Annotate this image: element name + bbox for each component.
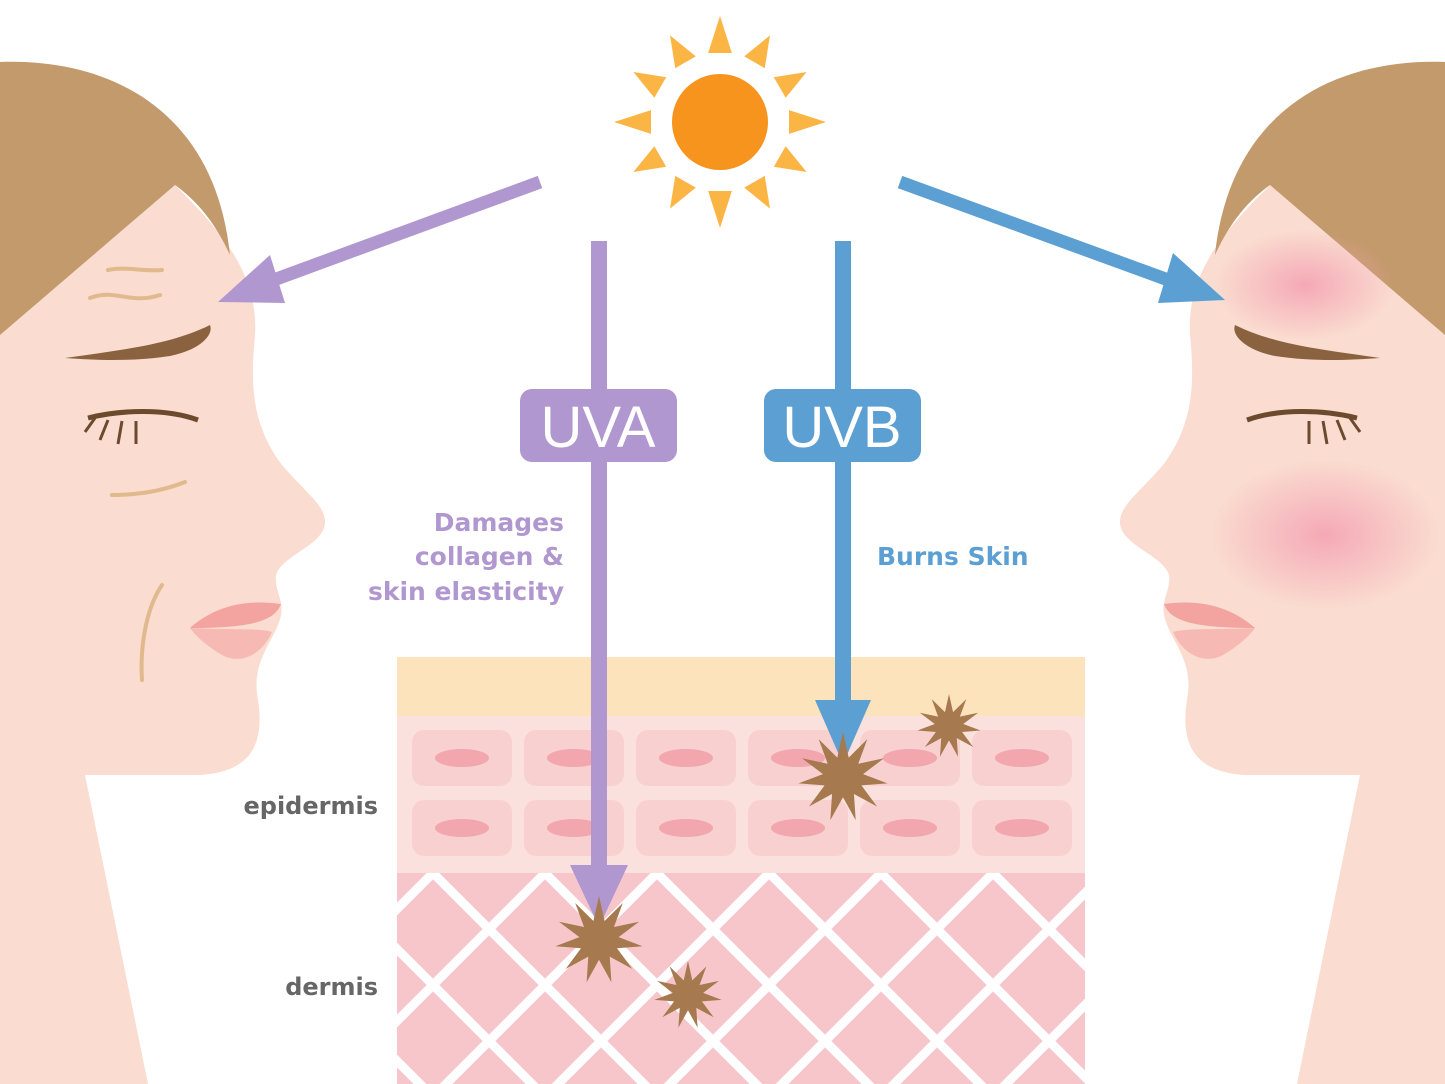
- sun-ray: [773, 146, 807, 172]
- collagen-lattice: [397, 873, 1329, 1084]
- sun-ray: [788, 110, 826, 134]
- sun-ray: [670, 175, 696, 209]
- damage-star-icon: [917, 694, 981, 757]
- skin-cross-section: [397, 657, 1329, 1084]
- cell-nucleus: [995, 819, 1049, 837]
- sun-ray: [708, 16, 732, 54]
- cheek-sunburn: [1210, 460, 1440, 610]
- uvb-label: UVB: [782, 395, 901, 460]
- sun-ray: [633, 146, 667, 172]
- epidermis-label: epidermis: [244, 792, 379, 820]
- cell-nucleus: [435, 819, 489, 837]
- sun-icon: [614, 16, 826, 228]
- right-eye-closed: [1246, 409, 1358, 423]
- left-hair: [0, 61, 230, 336]
- sun-ray: [744, 35, 770, 69]
- uva-effect-text: Damages collagen & skin elasticity: [368, 508, 564, 606]
- collagen-fiber: [775, 873, 997, 1084]
- sun-core: [672, 74, 768, 170]
- cell-nucleus: [547, 819, 601, 837]
- sun-ray: [708, 190, 732, 228]
- left-eye-closed: [87, 409, 199, 423]
- collagen-fiber: [877, 873, 1085, 1084]
- cell-nucleus: [435, 749, 489, 767]
- collagen-fiber: [989, 873, 1085, 972]
- cell-nucleus: [659, 819, 713, 837]
- cell-nucleus: [995, 749, 1049, 767]
- collagen-fiber: [653, 873, 875, 1084]
- left-eyebrow: [65, 325, 211, 360]
- cell-nucleus: [547, 749, 601, 767]
- sun-ray: [773, 72, 807, 98]
- epidermis-cells: [412, 730, 1072, 856]
- sun-ray: [670, 35, 696, 69]
- collagen-fiber: [887, 886, 1085, 1084]
- cell-nucleus: [883, 749, 937, 767]
- right-eyebrow: [1234, 325, 1380, 360]
- wrinkles: [88, 266, 187, 682]
- forehead-sunburn: [1215, 230, 1395, 340]
- sun-rays: [614, 16, 826, 228]
- uva-effect-line: Damages: [434, 508, 564, 537]
- left-face-skin: [0, 185, 325, 1084]
- uvb-diagonal-arrow: [897, 175, 1225, 303]
- collagen-fiber: [765, 873, 987, 1084]
- left-face-aged: [0, 61, 325, 1084]
- collagen-fiber: [551, 873, 773, 1084]
- cell-nucleus: [771, 819, 825, 837]
- sun-ray: [614, 110, 652, 134]
- collagen-fiber: [1069, 873, 1329, 1084]
- uva-diagonal-arrow: [218, 175, 543, 303]
- left-eyelashes: [83, 417, 138, 445]
- collagen-fiber: [429, 873, 651, 1084]
- uva-effect-line: skin elasticity: [368, 577, 564, 606]
- uvb-badge: UVB: [764, 389, 921, 462]
- right-eyelashes: [1307, 417, 1362, 445]
- damage-star-icon: [654, 961, 722, 1028]
- stratum-corneum-layer: [397, 657, 1085, 716]
- right-lips: [1164, 602, 1255, 659]
- skin-damage-marks: [555, 694, 981, 1028]
- left-lips: [190, 602, 281, 659]
- dermis-label: dermis: [285, 973, 378, 1001]
- cell-nucleus: [883, 819, 937, 837]
- right-face-burned: [1120, 61, 1445, 1084]
- collagen-fiber: [663, 873, 885, 1084]
- uva-badge: UVA: [520, 389, 677, 462]
- uvb-effect-text: Burns Skin: [877, 542, 1029, 571]
- collagen-fiber: [397, 942, 539, 1084]
- collagen-fiber: [397, 873, 549, 1028]
- damage-star-icon: [798, 732, 888, 821]
- sun-ray: [744, 175, 770, 209]
- uva-effect-line: collagen &: [415, 542, 564, 571]
- right-face-skin: [1120, 185, 1445, 1084]
- sun-ray: [633, 72, 667, 98]
- damage-star-icon: [555, 896, 643, 983]
- cell-nucleus: [659, 749, 713, 767]
- uva-label: UVA: [541, 395, 656, 460]
